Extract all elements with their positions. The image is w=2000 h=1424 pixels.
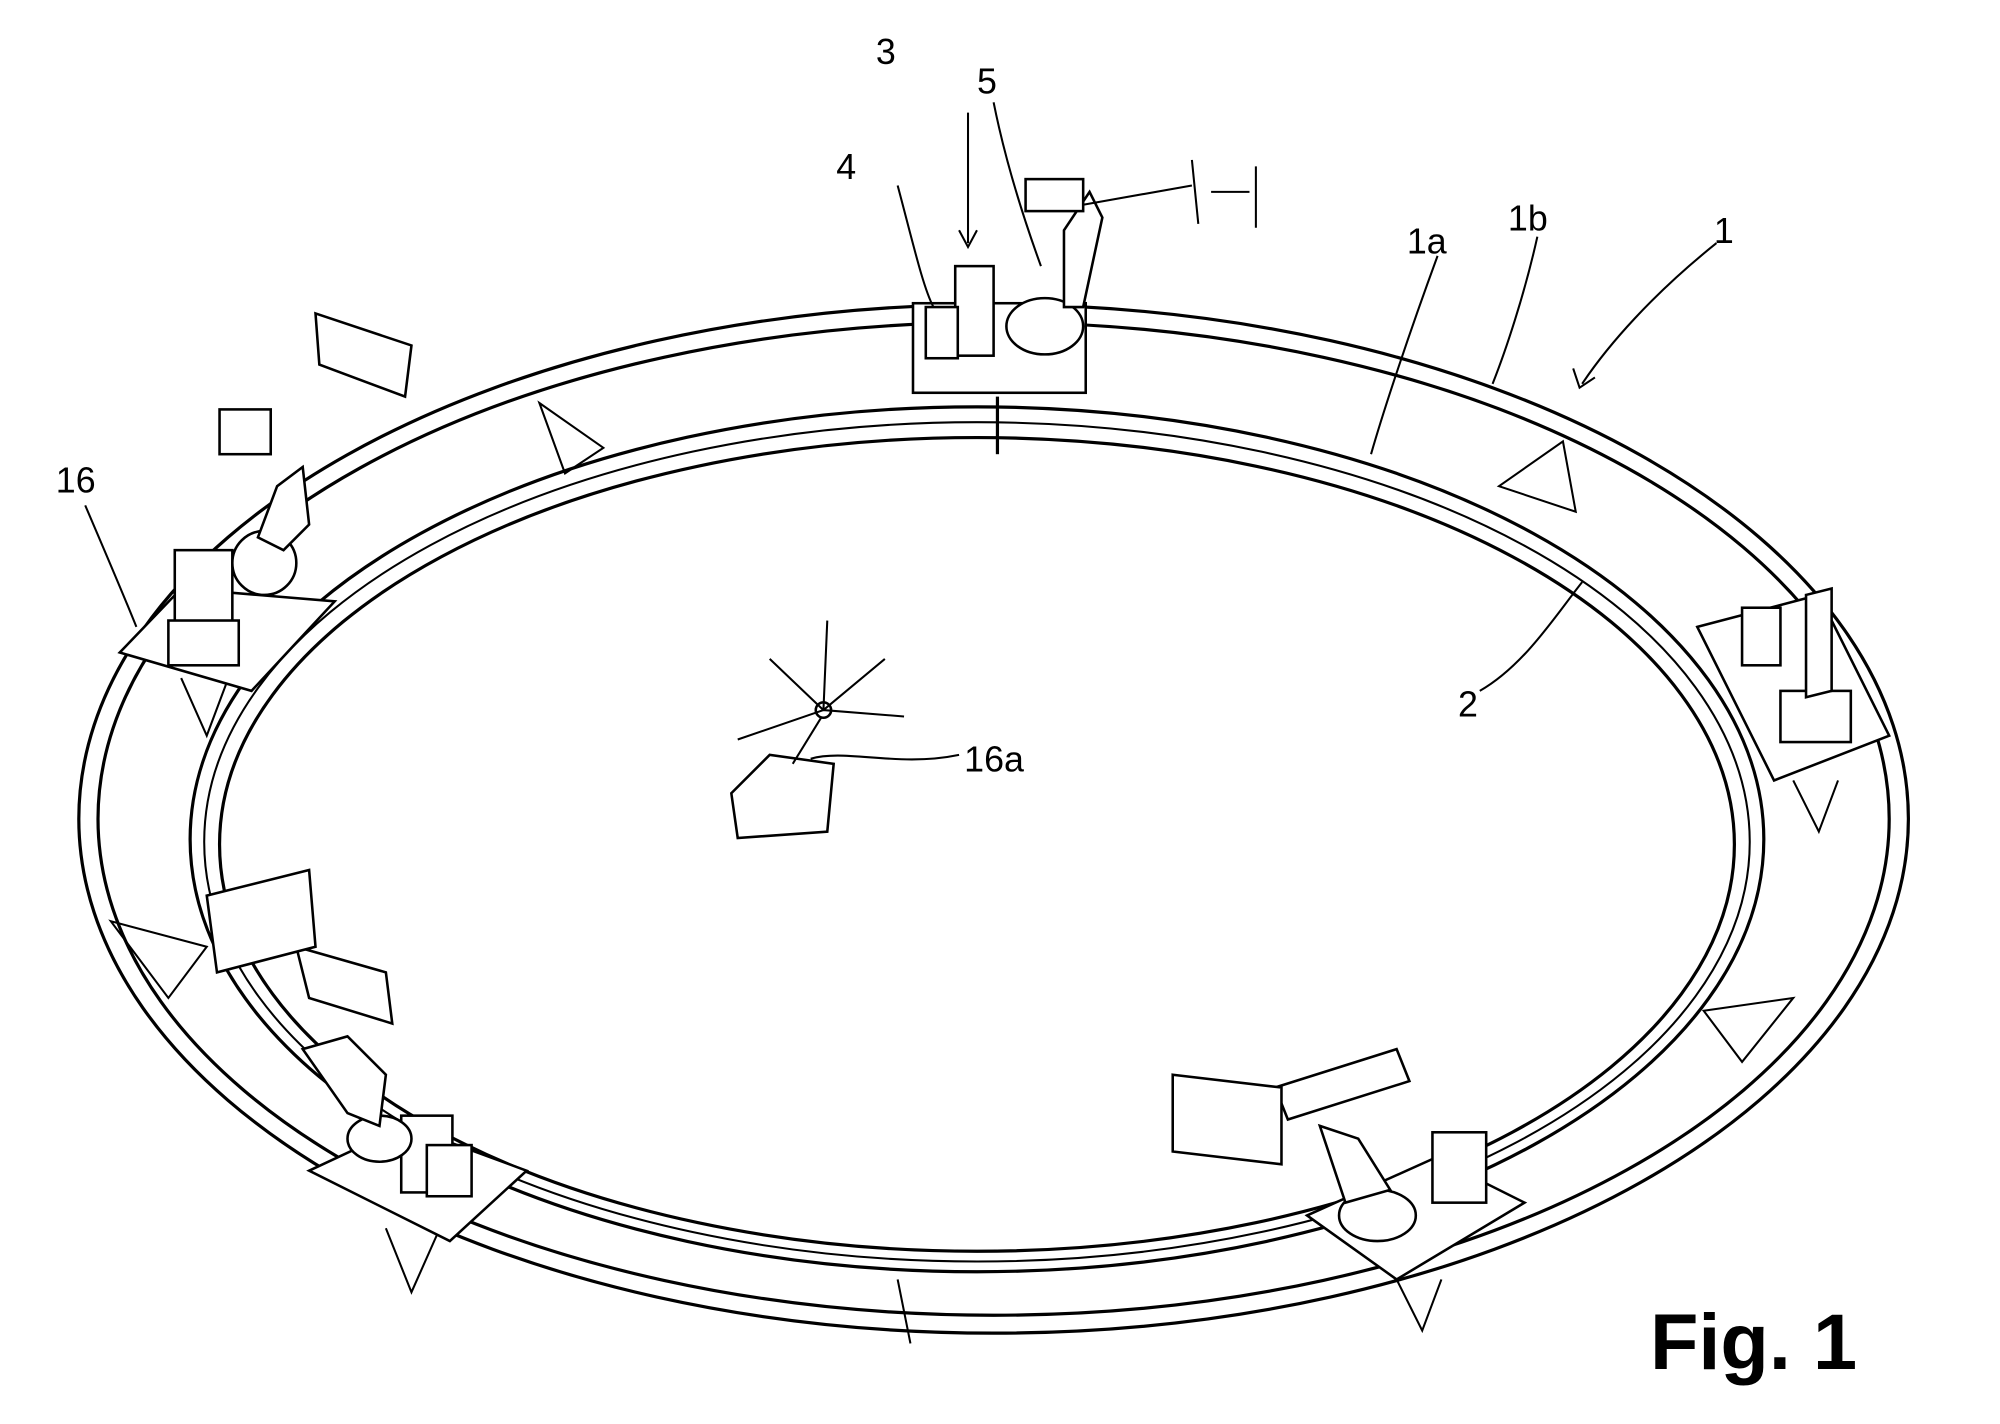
label-16: 16 (56, 461, 96, 501)
robot-unit-top (911, 159, 1257, 455)
label-2: 2 (1458, 684, 1478, 724)
label-1a: 1a (1407, 221, 1447, 261)
robot-unit-bottom-right (1171, 1047, 1528, 1281)
wireless-controller-16a (729, 620, 905, 840)
robot-unit-left (117, 311, 413, 693)
label-1b: 1b (1508, 198, 1548, 238)
label-5: 5 (977, 61, 997, 101)
inner-rail (188, 405, 1766, 1274)
figure-title: Fig. 1 (1650, 1297, 1857, 1386)
truss-supports (108, 400, 1839, 1344)
label-16a: 16a (964, 739, 1024, 779)
label-3: 3 (876, 32, 896, 72)
label-1: 1 (1714, 211, 1734, 251)
label-4: 4 (836, 147, 856, 187)
robot-unit-bottom-left (205, 868, 530, 1243)
robot-unit-right (1695, 586, 1891, 783)
leader-lines (84, 102, 1718, 761)
